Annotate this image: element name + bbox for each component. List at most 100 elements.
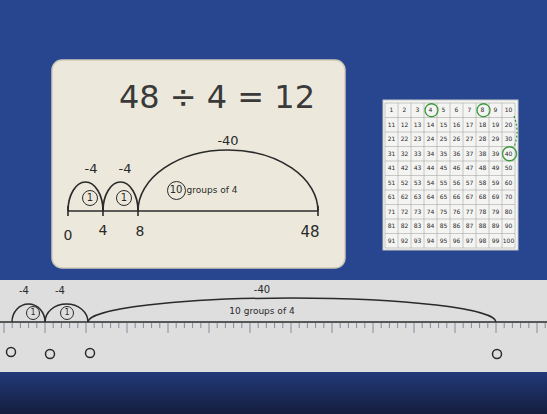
table-cell: 81 [388,223,396,229]
ruler-tick [135,323,136,328]
table-cell: 89 [492,223,500,229]
table-cell: 43 [414,165,422,171]
grid-line [385,175,515,176]
ruler-tick [389,323,390,328]
ruler-tick [496,323,497,333]
table-cell: 28 [479,136,487,142]
jump-label: -4 [85,162,98,175]
table-cell: 48 [479,165,487,171]
ruler-tick [282,323,283,328]
paper-strip [0,280,547,372]
table-cell: 27 [466,136,474,142]
equation-title: 48 ÷ 4 = 12 [119,81,315,113]
jump-label: -40 [217,134,238,147]
ruler-tick [233,323,234,328]
table-cell: 79 [492,209,500,215]
circled-number-text: 1 [121,193,127,203]
ruler-tick [168,323,169,333]
number-label: 8 [136,224,145,238]
ruler-tick [487,323,488,328]
circled-number-text: 10 [170,185,183,195]
table-cell: 75 [440,209,448,215]
table-cell: 13 [414,122,422,128]
table-cell: 38 [479,151,487,157]
number-label: 0 [64,228,73,242]
grid-line [385,248,515,249]
ruler-tick [45,323,46,333]
group-note: groups of 4 [187,186,238,195]
table-cell: 51 [388,180,396,186]
whiteboard [52,60,345,268]
grid-line [385,219,515,220]
table-cell: 94 [427,238,435,244]
ruler-tick [381,323,382,328]
table-cell: 16 [453,122,461,128]
circled-number: 1 [26,306,40,320]
ruler-tick [4,323,5,333]
ruler-tick [291,323,292,333]
table-cell: 19 [492,122,500,128]
ruler-tick [455,323,456,333]
table-cell: 32 [401,151,409,157]
table-cell: 37 [466,151,474,157]
jump-label: -4 [55,286,65,296]
table-cell: 100 [503,238,514,244]
table-cell: 49 [492,165,500,171]
ruler-tick [315,323,316,328]
table-cell: 67 [466,194,474,200]
table-cell: 56 [453,180,461,186]
table-cell: 36 [453,151,461,157]
ruler-tick [405,323,406,328]
table-cell: 69 [492,194,500,200]
ruler-tick [356,323,357,328]
table-cell: 99 [492,238,500,244]
table-cell: 22 [401,136,409,142]
ruler-tick [77,323,78,328]
ruler-tick [12,323,13,328]
table-cell: 88 [479,223,487,229]
table-cell: 31 [388,151,396,157]
table-cell: 41 [388,165,396,171]
table-cell: 85 [440,223,448,229]
table-cell: 18 [479,122,487,128]
grid-line [385,161,515,162]
ruler-tick [192,323,193,328]
table-cell: 74 [427,209,435,215]
ruler-tick [209,323,210,333]
table-cell: 26 [453,136,461,142]
table-cell: 63 [414,194,422,200]
table-cell: 3 [416,107,420,113]
table-cell: 6 [455,107,459,113]
table-cell: 7 [468,107,472,113]
ruler-tick [36,323,37,328]
table-cell: 21 [388,136,396,142]
table-cell: 65 [440,194,448,200]
grid-line [385,146,515,147]
ruler-tick [323,323,324,328]
circled-number: 1 [60,306,74,320]
ruler-ticks [4,323,545,333]
table-cell: 10 [505,107,513,113]
table-cell: 4 [429,107,433,113]
ruler-tick [110,323,111,328]
table-cell: 61 [388,194,396,200]
ruler-tick [250,323,251,333]
ruler-tick [307,323,308,328]
ruler-tick [159,323,160,328]
ruler-tick [438,323,439,328]
table-cell: 83 [414,223,422,229]
table-cell: 91 [388,238,396,244]
table-cell: 98 [479,238,487,244]
table-cell: 96 [453,238,461,244]
hundred-square [383,100,518,250]
table-cell: 5 [442,107,446,113]
table-cell: 80 [505,209,513,215]
ruler-tick [61,323,62,328]
ruler-tick [127,323,128,333]
table-cell: 97 [466,238,474,244]
table-cell: 8 [481,107,485,113]
whiteboard-number-line [68,150,318,216]
table-cell: 45 [440,165,448,171]
